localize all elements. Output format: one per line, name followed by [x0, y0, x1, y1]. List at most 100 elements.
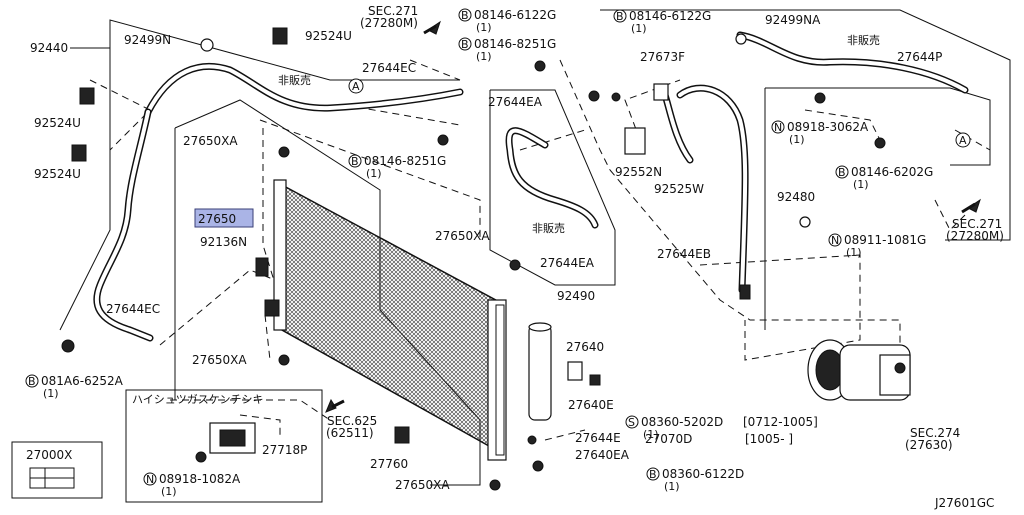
- note-not-for-sale-1: 非販売: [278, 74, 311, 87]
- label-27760: 27760: [370, 457, 408, 471]
- arrow-sec625: [325, 398, 337, 413]
- label-92524u-2: 92524U: [34, 167, 81, 181]
- label-sec271-top[interactable]: SEC.271: [368, 4, 418, 18]
- section-arrows: [325, 20, 981, 413]
- refrigerant-pipes: [93, 31, 969, 342]
- label-sec274-ref: (27630): [905, 438, 953, 452]
- label-27070d-range: [1005- ]: [745, 432, 793, 446]
- label-27000x: 27000X: [26, 448, 72, 462]
- label-27640e: 27640E: [568, 398, 614, 412]
- label-27644ea-2: 27644EA: [540, 256, 595, 270]
- pressure-switch: [209, 422, 256, 454]
- label-92480: 92480: [777, 190, 815, 204]
- qty-08146-6202g: (1): [853, 178, 869, 191]
- receiver-drier: [528, 322, 601, 421]
- label-08146-8251g-b: 08146-8251G: [364, 154, 446, 168]
- prefix-b-2: B: [461, 38, 469, 51]
- label-27673f: 27673F: [640, 50, 685, 64]
- label-27644ec-2: 27644EC: [362, 61, 416, 75]
- highlighted-part-box: [194, 208, 254, 228]
- label-27718p: 27718P: [262, 443, 307, 457]
- qty-081a6-6252a: (1): [43, 387, 59, 400]
- small-parts: [61, 27, 886, 491]
- callout-a-right-letter: A: [959, 134, 967, 147]
- label-27650xa-3: 27650XA: [435, 229, 490, 243]
- label-92499n: 92499N: [124, 33, 171, 47]
- qty-08911-1081g: (1): [846, 246, 862, 259]
- note-not-for-sale-2: 非販売: [847, 34, 880, 47]
- label-08360-6122d: 08360-6122D: [662, 467, 744, 481]
- notes: 非販売 非販売 非販売: [278, 34, 880, 235]
- label-92490: 92490: [557, 289, 595, 303]
- label-kit-box: 27000X: [11, 441, 103, 499]
- label-08360-5202d-range: [0712-1005]: [743, 415, 818, 429]
- label-27644p: 27644P: [897, 50, 942, 64]
- label-27650xa-2: 27650XA: [192, 353, 247, 367]
- prefix-b-6: B: [28, 375, 36, 388]
- section-refs: SEC.271 (27280M) SEC.271 (27280M) SEC.62…: [326, 4, 1004, 452]
- label-27640ea: 27640EA: [575, 448, 630, 462]
- compressor: [807, 339, 911, 401]
- callout-a-left: [348, 78, 364, 94]
- label-92499na: 92499NA: [765, 13, 821, 27]
- qty-08146-6122g-b: (1): [631, 22, 647, 35]
- qty-08360-6122d: (1): [664, 480, 680, 493]
- label-08146-6122g-a: 08146-6122G: [474, 8, 556, 22]
- label-sec274[interactable]: SEC.274: [910, 426, 960, 440]
- qty-08918-3062a: (1): [789, 133, 805, 146]
- label-27650xa-4: 27650XA: [395, 478, 450, 492]
- label-sec271-top-ref: (27280M): [360, 16, 418, 30]
- prefix-n-2: N: [831, 234, 839, 247]
- label-08918-1082a: 08918-1082A: [159, 472, 241, 486]
- qty-08146-6122g-a: (1): [476, 21, 492, 34]
- diagram-id: J27601GC: [934, 496, 994, 510]
- callout-a-right: [955, 132, 971, 148]
- callout-a-left-letter: A: [352, 80, 360, 93]
- label-27640: 27640: [566, 340, 604, 354]
- inset-title: ハイシュツガスケンチシキ: [132, 393, 263, 406]
- note-not-for-sale-3: 非販売: [532, 222, 565, 235]
- label-92524u-1: 92524U: [34, 116, 81, 130]
- qty-08146-8251g-b: (1): [366, 167, 382, 180]
- label-27650xa-1: 27650XA: [183, 134, 238, 148]
- label-92440: 92440: [30, 41, 68, 55]
- callout-a: A A: [348, 78, 971, 148]
- label-08360-5202d: 08360-5202D: [641, 415, 723, 429]
- label-08918-3062a: 08918-3062A: [787, 120, 869, 134]
- label-sec625-ref: (62511): [326, 426, 374, 440]
- label-27644ec-1: 27644EC: [106, 302, 160, 316]
- qty-08360-5202d: (1): [643, 428, 659, 441]
- prefix-n-3: N: [146, 473, 154, 486]
- label-08146-6202g: 08146-6202G: [851, 165, 933, 179]
- prefix-n-1: N: [774, 121, 782, 134]
- label-27650[interactable]: 27650: [198, 212, 236, 226]
- leader-lines: [59, 9, 1011, 486]
- qty-08146-8251g-a: (1): [476, 50, 492, 63]
- label-sec271-right-ref: (27280M): [946, 229, 1004, 243]
- label-08911-1081g: 08911-1081G: [844, 233, 926, 247]
- prefix-b-3: B: [616, 10, 624, 23]
- label-27644e: 27644E: [575, 431, 621, 445]
- condenser-assembly: [273, 179, 507, 461]
- fastener-prefix-circles: B B B B N B N B S B N: [25, 8, 849, 486]
- label-08146-6122g-b: 08146-6122G: [629, 9, 711, 23]
- label-sec271-right[interactable]: SEC.271: [952, 217, 1002, 231]
- label-sec625[interactable]: SEC.625: [327, 414, 377, 428]
- label-081a6-6252a: 081A6-6252A: [41, 374, 124, 388]
- prefix-b-4: B: [351, 155, 359, 168]
- fastener-labels: 08146-6122G (1) 08146-8251G (1) 08146-61…: [41, 8, 933, 498]
- part-labels: 92440 92499N 92524U 92524U 92524U 27650X…: [30, 13, 942, 492]
- prefix-s-1: S: [628, 416, 635, 429]
- inset-box: ハイシュツガスケンチシキ: [125, 389, 323, 503]
- label-92136n: 92136N: [200, 235, 247, 249]
- prefix-b-1: B: [461, 9, 469, 22]
- label-92552n: 92552N: [615, 165, 662, 179]
- label-27644ea-1: 27644EA: [488, 95, 543, 109]
- qty-08918-1082a: (1): [161, 485, 177, 498]
- label-27644eb: 27644EB: [657, 247, 711, 261]
- label-27070d: 27070D: [645, 432, 692, 446]
- label-92524u-top: 92524U: [305, 29, 352, 43]
- label-92525w: 92525W: [654, 182, 704, 196]
